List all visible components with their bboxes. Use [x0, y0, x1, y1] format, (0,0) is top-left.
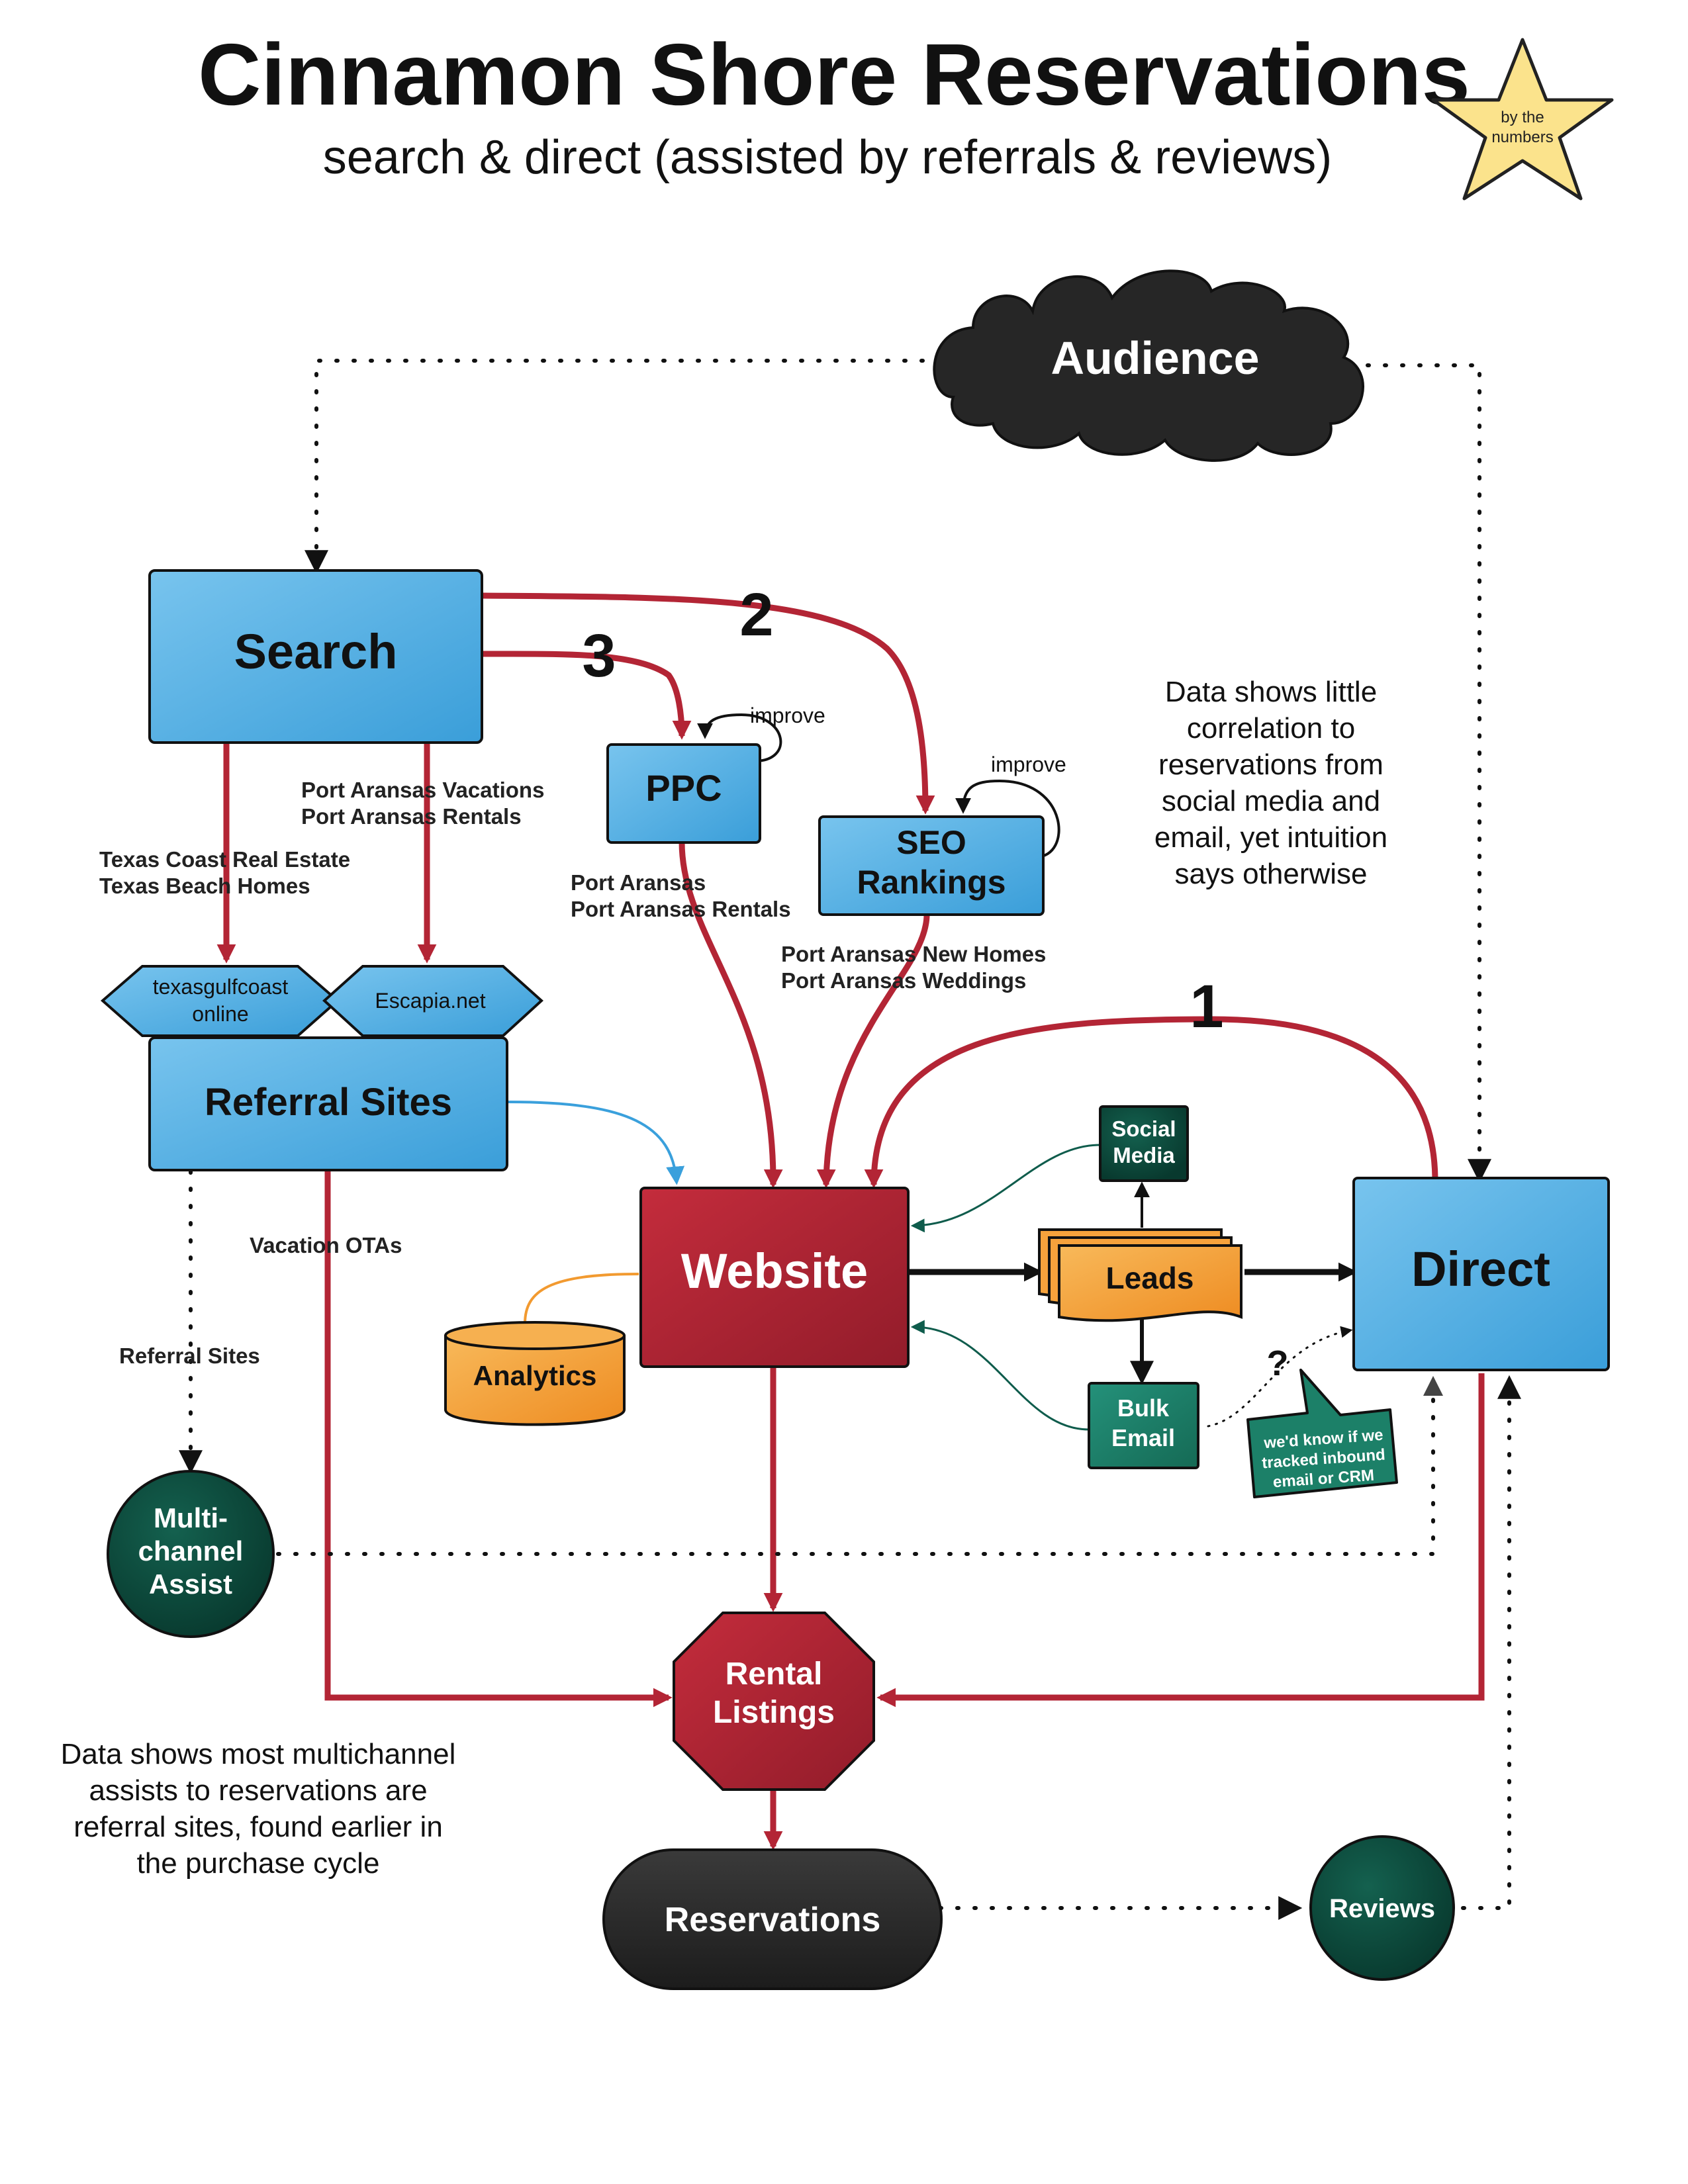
audience-label: Audience	[1051, 332, 1259, 384]
edge-bulk-website	[910, 1320, 1090, 1431]
badge-line-2: numbers	[1491, 128, 1553, 146]
edge-audience-search	[305, 359, 942, 574]
multichannel-note-line: the purchase cycle	[137, 1847, 380, 1880]
seo-website-label-1: Port Aransas New Homes	[781, 942, 1046, 966]
multichannel-note-line: referral sites, found earlier in	[73, 1811, 443, 1843]
vacation-otas-label: Vacation OTAs	[250, 1233, 402, 1257]
page-subtitle: search & direct (assisted by referrals &…	[323, 131, 1332, 184]
social-media-node[interactable]: Social Media	[1099, 1105, 1189, 1182]
reservations-label: Reservations	[665, 1901, 881, 1939]
bulk-label-line-1: Bulk	[1117, 1394, 1170, 1422]
edge-direct-rental	[876, 1373, 1485, 1707]
search-referral-label-1: Texas Coast Real Estate	[99, 847, 350, 872]
multichannel-label-line-3: Assist	[149, 1569, 232, 1600]
num-1-label: 1	[1190, 973, 1223, 1040]
seo-label-line-2: Rankings	[857, 864, 1006, 901]
direct-label: Direct	[1411, 1242, 1550, 1297]
bulk-email-node[interactable]: Bulk Email	[1088, 1382, 1199, 1469]
page-title: Cinnamon Shore Reservations	[198, 26, 1470, 123]
social-label-line-1: Social	[1111, 1116, 1176, 1141]
reservations-node[interactable]: Reservations	[602, 1848, 943, 1990]
search-escapia-label-2: Port Aransas Rentals	[301, 804, 522, 829]
edges	[179, 359, 1521, 1920]
multichannel-note-line: Data shows most multichannel	[61, 1738, 456, 1770]
multichannel-note-line: assists to reservations are	[89, 1774, 427, 1807]
ppc-website-label-1: Port Aransas	[571, 870, 706, 895]
analytics-label: Analytics	[473, 1360, 597, 1391]
ppc-node[interactable]: PPC	[606, 743, 761, 844]
analytics-node[interactable]: Analytics	[444, 1321, 626, 1426]
edge-bulk-direct	[1207, 1326, 1353, 1428]
search-referral-label-2: Texas Beach Homes	[99, 874, 310, 898]
edge-seo-improve-loop	[955, 779, 1060, 858]
multichannel-label-line-1: Multi-	[154, 1502, 228, 1533]
texasgulfcoast-node[interactable]: texasgulfcoast online	[100, 965, 340, 1037]
rental-listings-node[interactable]: Rental Listings	[673, 1612, 875, 1791]
social-note-line: reservations from	[1158, 749, 1383, 781]
bulk-label-line-2: Email	[1111, 1424, 1175, 1451]
social-note-line: Data shows little	[1165, 676, 1377, 708]
social-note-line: email, yet intuition	[1154, 821, 1387, 854]
multichannel-note: Data shows most multichannel assists to …	[61, 1738, 456, 1880]
website-label: Website	[681, 1244, 868, 1298]
referral-sites-node[interactable]: Referral Sites	[148, 1036, 508, 1171]
leads-label: Leads	[1106, 1261, 1194, 1295]
edge-multichannel-direct	[276, 1376, 1443, 1556]
edge-search-ppc	[481, 651, 692, 740]
social-email-note: Data shows little correlation to reserva…	[1154, 676, 1387, 890]
audience-node: Audience	[933, 269, 1364, 462]
tracking-callout: we'd know if we tracked inbound email or…	[1246, 1369, 1398, 1498]
rental-label-line-1: Rental	[726, 1657, 823, 1692]
texasgulfcoast-label-line-2: online	[192, 1002, 248, 1026]
edge-ppc-website	[679, 841, 783, 1189]
by-the-numbers-badge: by the numbers	[1431, 38, 1614, 201]
edge-referral-website	[508, 1101, 685, 1185]
edge-ppc-improve-loop	[697, 713, 782, 762]
referral-multichannel-label: Referral Sites	[119, 1343, 260, 1368]
website-node[interactable]: Website	[639, 1187, 910, 1368]
referral-sites-label: Referral Sites	[205, 1081, 452, 1124]
ppc-website-label-2: Port Aransas Rentals	[571, 897, 791, 921]
edge-direct-website	[864, 1016, 1438, 1189]
edge-seo-website	[816, 914, 930, 1189]
search-escapia-label-1: Port Aransas Vacations	[301, 778, 544, 802]
seo-label-line-1: SEO	[896, 824, 966, 861]
reviews-node[interactable]: Reviews	[1309, 1835, 1455, 1981]
leads-node[interactable]: Leads	[1038, 1228, 1243, 1322]
question-label: ?	[1267, 1343, 1289, 1383]
edge-referral-rental	[324, 1171, 673, 1707]
ppc-label: PPC	[645, 767, 722, 809]
social-note-line: says otherwise	[1174, 858, 1367, 890]
direct-node[interactable]: Direct	[1352, 1177, 1610, 1371]
rental-label-line-2: Listings	[713, 1695, 835, 1730]
edge-reviews-direct	[1461, 1375, 1521, 1910]
texasgulfcoast-label-line-1: texasgulfcoast	[153, 975, 289, 999]
seo-website-label-2: Port Aransas Weddings	[781, 968, 1026, 993]
escapia-label: Escapia.net	[375, 989, 485, 1013]
star-icon	[1431, 38, 1614, 201]
improve-seo-label: improve	[991, 752, 1066, 776]
multichannel-label-line-2: channel	[138, 1535, 244, 1567]
num-2-label: 2	[739, 581, 773, 649]
escapia-node[interactable]: Escapia.net	[322, 965, 543, 1037]
social-note-line: correlation to	[1187, 712, 1355, 745]
edge-search-seo	[481, 592, 935, 815]
social-label-line-2: Media	[1113, 1143, 1175, 1167]
social-note-line: social media and	[1162, 785, 1380, 817]
edge-analytics-website	[524, 1273, 639, 1324]
improve-ppc-label: improve	[750, 704, 825, 727]
multichannel-assist-node[interactable]: Multi- channel Assist	[107, 1470, 275, 1638]
edge-audience-direct	[1348, 363, 1491, 1183]
badge-line-1: by the	[1501, 109, 1544, 126]
search-label: Search	[234, 624, 398, 679]
num-3-label: 3	[582, 622, 616, 690]
edge-social-website	[910, 1144, 1101, 1233]
cloud-icon	[933, 269, 1364, 462]
seo-rankings-node[interactable]: SEO Rankings	[818, 815, 1045, 916]
reviews-label: Reviews	[1329, 1894, 1435, 1923]
search-node[interactable]: Search	[148, 569, 483, 744]
